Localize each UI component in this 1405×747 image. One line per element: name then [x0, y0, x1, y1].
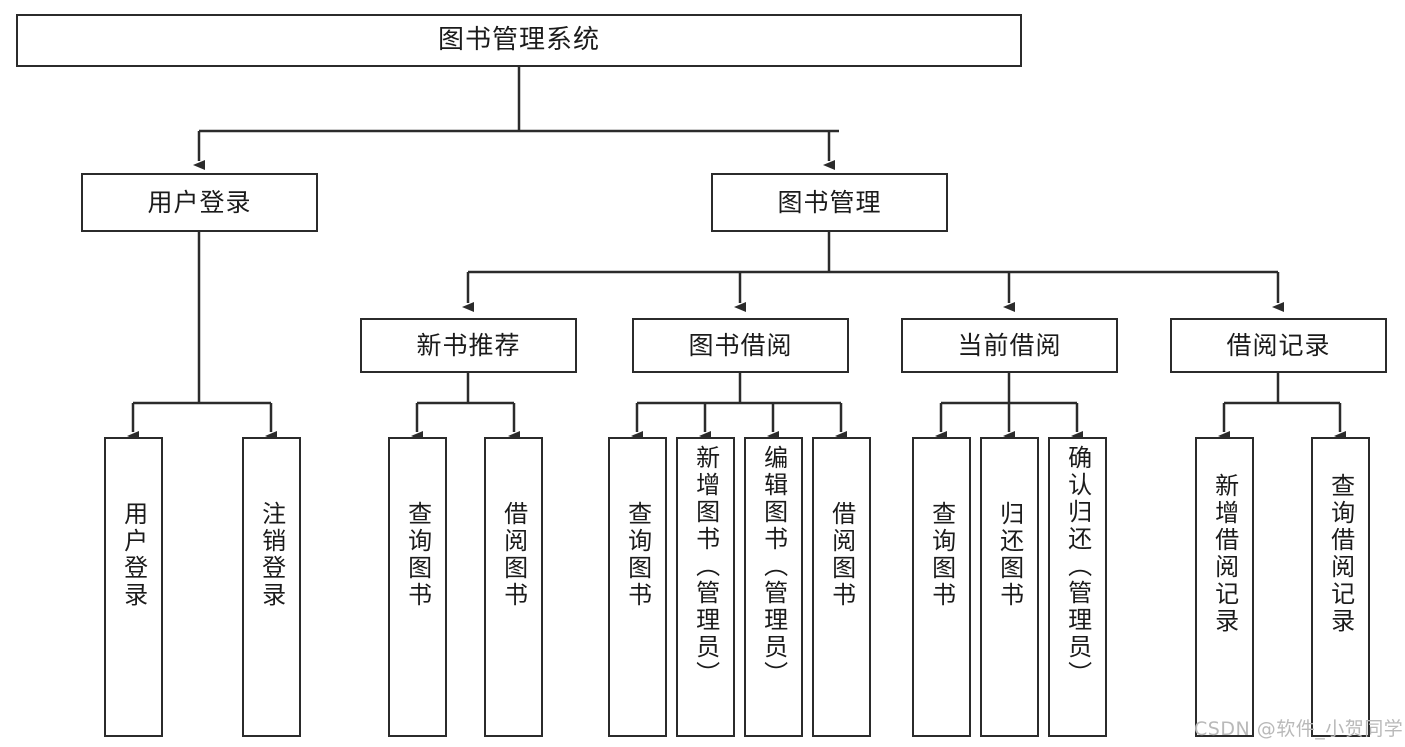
- node-current-borrow[interactable]: 当前借阅: [901, 318, 1118, 373]
- leaf-user-login[interactable]: 用户登录: [104, 437, 163, 737]
- leaf-label: 查询图书: [623, 501, 652, 609]
- leaf-borrow-book[interactable]: 借阅图书: [812, 437, 871, 737]
- node-root-system[interactable]: 图书管理系统: [16, 14, 1022, 67]
- node-label: 图书管理: [777, 187, 882, 217]
- leaf-confirm-return-admin[interactable]: 确认归还（管理员）: [1048, 437, 1107, 737]
- leaf-label: 借阅图书: [499, 501, 528, 609]
- leaf-label: 查询借阅记录: [1326, 473, 1355, 635]
- leaf-edit-book-admin[interactable]: 编辑图书（管理员）: [744, 437, 803, 737]
- leaf-label: 借阅图书: [827, 501, 856, 609]
- leaf-query-book-recommend[interactable]: 查询图书: [388, 437, 447, 737]
- leaf-add-book-admin[interactable]: 新增图书（管理员）: [676, 437, 735, 737]
- leaf-label: 确认归还（管理员）: [1063, 445, 1092, 688]
- node-book-borrow[interactable]: 图书借阅: [632, 318, 849, 373]
- leaf-return-book[interactable]: 归还图书: [980, 437, 1039, 737]
- leaf-query-book-current[interactable]: 查询图书: [912, 437, 971, 737]
- leaf-query-book-borrow[interactable]: 查询图书: [608, 437, 667, 737]
- node-new-book-recommend[interactable]: 新书推荐: [360, 318, 577, 373]
- node-label: 当前借阅: [957, 330, 1062, 360]
- leaf-label: 注销登录: [257, 501, 286, 609]
- csdn-watermark: CSDN @软件_小贺同学: [1194, 718, 1404, 740]
- node-label: 用户登录: [147, 187, 252, 217]
- leaf-label: 查询图书: [927, 501, 956, 609]
- leaf-query-borrow-record[interactable]: 查询借阅记录: [1311, 437, 1370, 737]
- leaf-label: 归还图书: [995, 501, 1024, 609]
- leaf-label: 查询图书: [403, 501, 432, 609]
- leaf-borrow-book-recommend[interactable]: 借阅图书: [484, 437, 543, 737]
- node-user-login[interactable]: 用户登录: [81, 173, 318, 232]
- node-label: 图书借阅: [688, 330, 793, 360]
- node-borrow-record[interactable]: 借阅记录: [1170, 318, 1387, 373]
- node-book-management[interactable]: 图书管理: [711, 173, 948, 232]
- node-label: 图书管理系统: [437, 25, 600, 56]
- node-label: 借阅记录: [1226, 330, 1331, 360]
- leaf-label: 新增借阅记录: [1210, 473, 1239, 635]
- leaf-label: 新增图书（管理员）: [691, 445, 720, 688]
- leaf-label: 用户登录: [119, 501, 148, 609]
- leaf-logout[interactable]: 注销登录: [242, 437, 301, 737]
- node-label: 新书推荐: [416, 330, 521, 360]
- leaf-label: 编辑图书（管理员）: [759, 445, 788, 688]
- leaf-add-borrow-record[interactable]: 新增借阅记录: [1195, 437, 1254, 737]
